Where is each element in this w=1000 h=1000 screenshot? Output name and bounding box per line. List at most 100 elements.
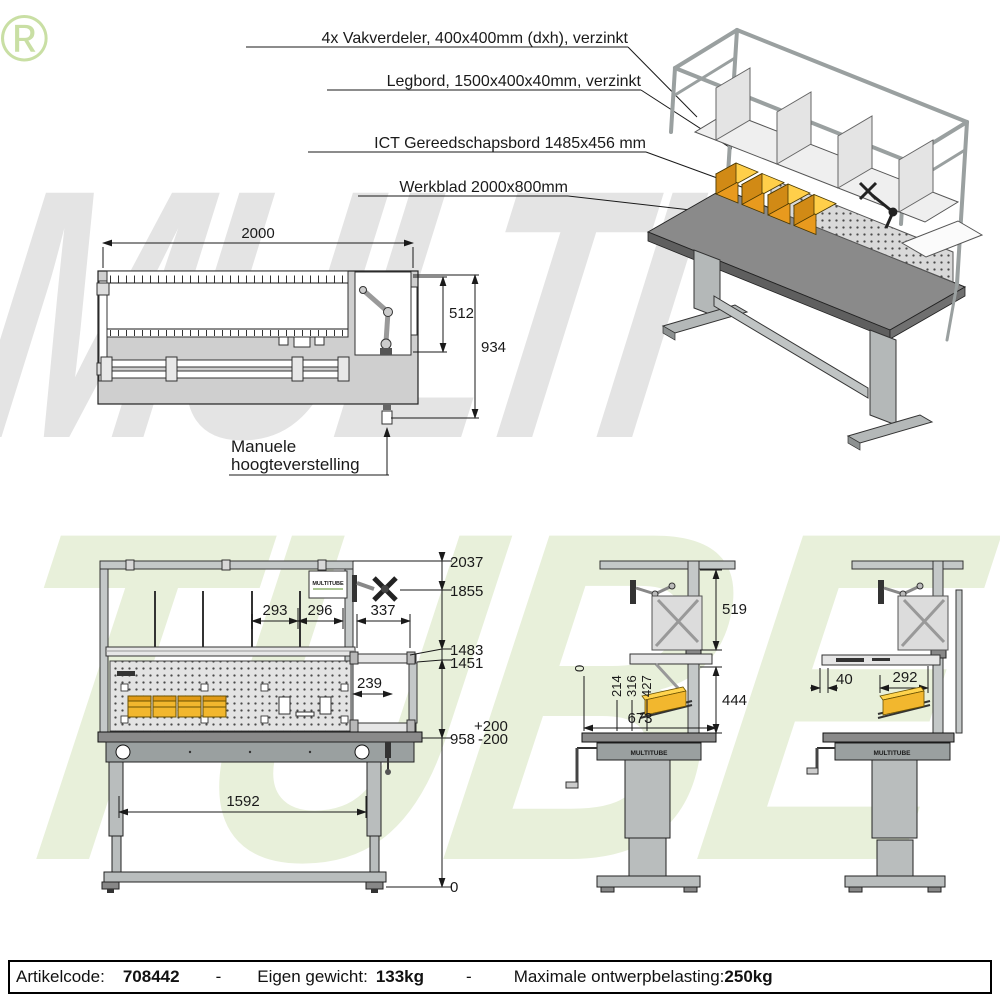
- footer-belasting-value: 250kg: [724, 967, 773, 986]
- leader-line: [567, 195, 709, 215]
- front-legs: [101, 761, 387, 893]
- note-height-adjust: Manuele hoogteverstelling: [229, 427, 391, 476]
- front-crank: [385, 742, 391, 775]
- side-right-legbord: [821, 654, 941, 666]
- note-line1: Manuele: [231, 437, 296, 456]
- dim-0-label: 0: [572, 665, 587, 672]
- registered-trademark-icon: ®: [0, 1, 49, 75]
- dimension-offsets: 0 214 316 427: [572, 665, 654, 731]
- side-right-bin-shelf: [877, 686, 931, 719]
- dim-293-label: 293: [262, 602, 287, 619]
- front-dividers: [154, 591, 301, 648]
- side-left-crank: [565, 747, 597, 789]
- dim-zero-label: 0: [450, 879, 458, 896]
- dimension-519: 519: [700, 569, 747, 651]
- dimension-673: 673: [583, 710, 717, 732]
- footer-separator-2: -: [466, 967, 472, 986]
- side-right-divider: [897, 595, 949, 651]
- callout-vakverdeler-label: 4x Vakverdeler, 400x400mm (dxh), verzink…: [322, 30, 629, 47]
- iso-storage-bins: [715, 162, 837, 236]
- top-view-crank: [381, 404, 393, 425]
- dimension-512: 512: [413, 276, 474, 353]
- front-view: MULTITUBE: [97, 552, 508, 896]
- side-left-skirt: MULTITUBE: [596, 742, 702, 761]
- top-view-frame: [106, 270, 349, 338]
- dimension-height-chain: 2037 1855 1483 1451 +200 958 -200 0: [353, 552, 508, 896]
- skirt-logo-text: MULTITUBE: [630, 750, 668, 757]
- dim-958-label: 958: [450, 731, 475, 748]
- dim-40-label: 40: [836, 671, 853, 688]
- dim-1855-label: 1855: [450, 583, 483, 600]
- callout-vakverdeler: 4x Vakverdeler, 400x400mm (dxh), verzink…: [246, 30, 698, 118]
- front-skirt: [105, 741, 415, 763]
- side-right-monitor-arm: [878, 580, 924, 604]
- side-right-crank: [806, 747, 835, 775]
- dimension-widths: 293 296 337: [251, 602, 411, 648]
- side-left-legbord: [629, 653, 713, 665]
- side-left-pedestal: [596, 759, 701, 893]
- footer-artikelcode-label: Artikelcode:: [16, 967, 105, 986]
- dim-934-label: 934: [481, 339, 506, 356]
- dimension-239: 239: [352, 675, 393, 698]
- footer-bar: Artikelcode: 708442 - Eigen gewicht: 133…: [8, 960, 992, 994]
- leader-line: [627, 46, 698, 118]
- front-storage-bins: [127, 695, 227, 718]
- dim-1483-label: 1483: [450, 642, 483, 659]
- dim-1451-label: 1451: [450, 655, 483, 672]
- side-left-worktop: [581, 732, 717, 743]
- top-view-monitor-arm: [354, 271, 412, 356]
- note-line2: hoogteverstelling: [231, 455, 360, 474]
- dim-337-label: 337: [370, 602, 395, 619]
- side-right-pedestal: [844, 759, 946, 893]
- dim-444-label: 444: [722, 692, 747, 709]
- front-holders: [278, 696, 332, 717]
- side-left-bin-shelf: [639, 686, 693, 719]
- footer-belasting-label: Maximale ontwerpbelasting:: [513, 967, 725, 986]
- dimension-292: 292: [879, 666, 929, 693]
- front-worktop: [97, 731, 423, 743]
- dim-2037-label: 2037: [450, 554, 483, 571]
- iso-legs: [661, 249, 934, 451]
- dimension-40: 40: [810, 668, 853, 693]
- dim-427-label: 427: [639, 675, 654, 697]
- front-monitor-arm: [352, 575, 398, 602]
- top-view: 2000 512 934 Manuele hoogteverstelling: [96, 225, 506, 476]
- dim-296-label: 296: [307, 602, 332, 619]
- dim-292-label: 292: [892, 669, 917, 686]
- dim-512-label: 512: [449, 305, 474, 322]
- iso-return-shelf: [900, 220, 984, 258]
- dim-214-label: 214: [609, 675, 624, 697]
- dimension-444: 444: [700, 666, 747, 734]
- skirt-logo-text: MULTITUBE: [873, 750, 911, 757]
- dim-plus200-label: +200: [474, 718, 508, 735]
- front-return-box: [349, 651, 418, 733]
- dim-1592-label: 1592: [226, 793, 259, 810]
- side-view-right: 40 292 MULTITUBE: [806, 560, 964, 893]
- dim-673-label: 673: [627, 710, 652, 727]
- dim-minus200-label: -200: [478, 731, 508, 748]
- dim-316-label: 316: [624, 675, 639, 697]
- dimension-1592: 1592: [118, 793, 367, 818]
- dim-239-label: 239: [357, 675, 382, 692]
- dim-519-label: 519: [722, 601, 747, 618]
- side-view-left: 519 444 0 214 316 427 673: [565, 560, 747, 893]
- footer-gewicht-value: 133kg: [375, 967, 425, 986]
- callout-legbord-label: Legbord, 1500x400x40mm, verzinkt: [387, 73, 642, 90]
- footer-gewicht-label: Eigen gewicht:: [257, 967, 368, 986]
- side-left-divider: [651, 595, 703, 651]
- side-right-skirt: MULTITUBE: [834, 742, 951, 761]
- iso-monitor-arm: [858, 181, 898, 229]
- front-logo-panel: MULTITUBE: [308, 570, 348, 599]
- iso-view: [646, 28, 984, 451]
- iso-dividers: [715, 67, 934, 213]
- logo-text: MULTITUBE: [312, 581, 344, 587]
- dimension-934: 934: [391, 274, 506, 419]
- callout-werkblad-label: Werkblad 2000x800mm: [399, 179, 568, 196]
- side-right-worktop: [822, 732, 955, 743]
- callout-gereedschapsbord-label: ICT Gereedschapsbord 1485x456 mm: [374, 135, 646, 152]
- footer-artikelcode-value: 708442: [122, 967, 180, 986]
- dim-2000-label: 2000: [241, 225, 274, 242]
- footer-separator: -: [215, 967, 222, 986]
